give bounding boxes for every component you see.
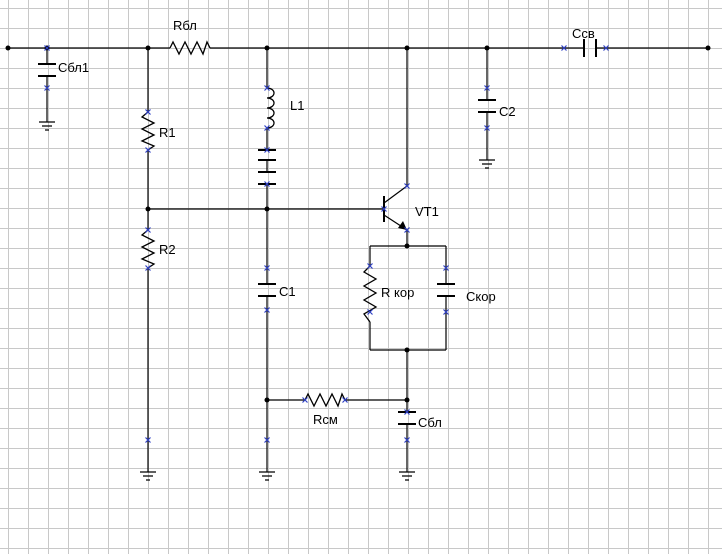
label-r2: R2 bbox=[159, 242, 176, 257]
pin-markers bbox=[44, 45, 609, 443]
label-rsm: Rсм bbox=[313, 412, 338, 427]
wires bbox=[8, 47, 708, 472]
inductor-l1 bbox=[266, 87, 275, 129]
pin-marker-icon bbox=[264, 437, 270, 443]
pin-marker-icon bbox=[264, 147, 270, 153]
pin-marker-icon bbox=[264, 125, 270, 131]
capacitor-ckor bbox=[437, 283, 455, 297]
label-vt1: VT1 bbox=[415, 204, 439, 219]
pin-marker-icon bbox=[264, 181, 270, 187]
pin-marker-icon bbox=[264, 85, 270, 91]
ground-icon bbox=[479, 159, 495, 169]
label-ckor: Cкор bbox=[466, 289, 496, 304]
pin-marker-icon bbox=[404, 183, 410, 189]
label-cbl: Cбл bbox=[418, 415, 442, 430]
pin-marker-icon bbox=[404, 437, 410, 443]
pin-marker-icon bbox=[561, 45, 567, 51]
pin-marker-icon bbox=[44, 85, 50, 91]
pin-marker-icon bbox=[443, 265, 449, 271]
resistor-rsm bbox=[304, 392, 346, 408]
resistor-r2 bbox=[140, 229, 156, 269]
capacitor-cbl bbox=[398, 411, 416, 425]
pin-marker-icon bbox=[443, 309, 449, 315]
pin-marker-icon bbox=[44, 45, 50, 51]
label-rkor: R кор bbox=[381, 285, 414, 300]
label-csv: Cсв bbox=[572, 26, 595, 41]
pin-marker-icon bbox=[342, 397, 348, 403]
ground-icon bbox=[39, 121, 55, 131]
pin-marker-icon bbox=[145, 227, 151, 233]
pin-marker-icon bbox=[145, 437, 151, 443]
label-cbl1: Cбл1 bbox=[58, 60, 89, 75]
label-rbl: Rбл bbox=[173, 18, 197, 33]
pin-marker-icon bbox=[367, 263, 373, 269]
label-l1: L1 bbox=[290, 98, 304, 113]
ground-icon bbox=[140, 471, 156, 481]
label-r1: R1 bbox=[159, 125, 176, 140]
resistor-rkor bbox=[362, 265, 378, 323]
capacitor-c1 bbox=[258, 283, 276, 297]
pin-marker-icon bbox=[404, 409, 410, 415]
pin-marker-icon bbox=[264, 265, 270, 271]
resistor-rbl bbox=[169, 40, 211, 56]
capacitor-cbl1 bbox=[38, 63, 56, 77]
capacitor-series-l1 bbox=[258, 149, 276, 185]
resistor-r1 bbox=[140, 111, 156, 151]
pin-marker-icon bbox=[484, 125, 490, 131]
pin-marker-icon bbox=[145, 147, 151, 153]
ground-symbols bbox=[39, 121, 495, 481]
capacitor-c2 bbox=[478, 99, 496, 113]
pin-marker-icon bbox=[603, 45, 609, 51]
ground-icon bbox=[259, 471, 275, 481]
transistor-vt1 bbox=[383, 185, 408, 231]
component-labels: Cбл1 Rбл R1 R2 L1 C1 C2 Cсв VT1 R кор Cк… bbox=[58, 18, 595, 430]
pin-marker-icon bbox=[302, 397, 308, 403]
pin-marker-icon bbox=[145, 265, 151, 271]
label-c1: C1 bbox=[279, 284, 296, 299]
pin-marker-icon bbox=[404, 227, 410, 233]
pin-marker-icon bbox=[484, 85, 490, 91]
pin-marker-icon bbox=[381, 206, 387, 212]
junctions bbox=[5, 45, 711, 403]
pin-marker-icon bbox=[264, 307, 270, 313]
label-c2: C2 bbox=[499, 104, 516, 119]
pin-marker-icon bbox=[367, 309, 373, 315]
capacitor-csv bbox=[583, 39, 597, 57]
pin-marker-icon bbox=[145, 109, 151, 115]
ground-icon bbox=[399, 471, 415, 481]
